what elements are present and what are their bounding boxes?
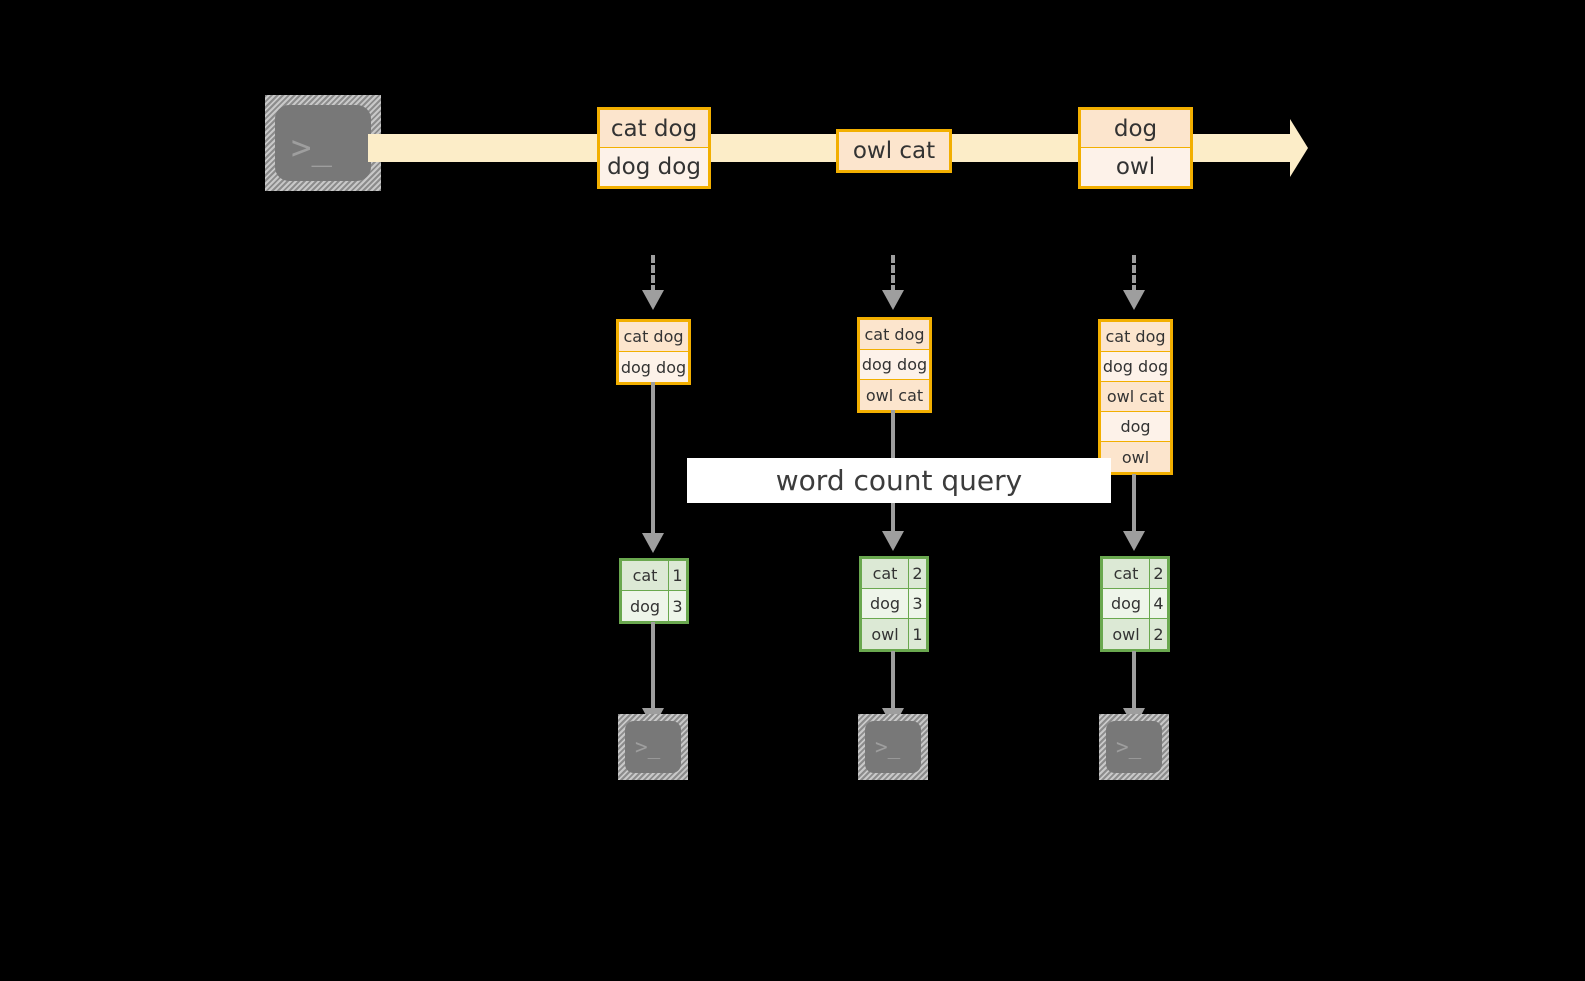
accumulated-line: dog dog bbox=[860, 350, 929, 380]
stream-batch-line: dog dog bbox=[600, 148, 708, 186]
table-row: owl 2 bbox=[1103, 619, 1167, 649]
solid-connector bbox=[651, 622, 655, 714]
terminal-screen: >_ bbox=[625, 721, 681, 773]
stream-batch-1: cat dog dog dog bbox=[597, 107, 711, 189]
dashed-connector bbox=[891, 255, 895, 293]
accumulated-lines-2: cat dog dog dog owl cat bbox=[857, 317, 932, 413]
stream-batch-line: dog bbox=[1081, 110, 1190, 148]
accumulated-line: cat dog bbox=[619, 322, 688, 352]
connector-arrowhead-icon bbox=[642, 290, 664, 310]
result-count: 2 bbox=[1150, 559, 1167, 588]
stream-batch-line: cat dog bbox=[600, 110, 708, 148]
result-word: cat bbox=[862, 559, 909, 588]
connector-arrowhead-icon bbox=[642, 533, 664, 553]
solid-connector bbox=[1132, 651, 1136, 714]
result-word: owl bbox=[862, 619, 909, 649]
connector-arrowhead-icon bbox=[1123, 531, 1145, 551]
query-label-text: word count query bbox=[775, 464, 1023, 497]
accumulated-lines-1: cat dog dog dog bbox=[616, 319, 691, 385]
result-table-3: cat 2 dog 4 owl 2 bbox=[1100, 556, 1170, 652]
connector-arrowhead-icon bbox=[882, 531, 904, 551]
terminal-prompt-glyph: >_ bbox=[875, 735, 901, 759]
result-count: 2 bbox=[909, 559, 926, 588]
accumulated-line: dog bbox=[1101, 412, 1170, 442]
result-count: 2 bbox=[1150, 619, 1167, 649]
stream-batch-3: dog owl bbox=[1078, 107, 1193, 189]
result-table-1: cat 1 dog 3 bbox=[619, 558, 689, 624]
terminal-screen: >_ bbox=[865, 721, 921, 773]
result-word: dog bbox=[622, 591, 669, 621]
accumulated-line: cat dog bbox=[1101, 322, 1170, 352]
result-word: dog bbox=[862, 589, 909, 618]
table-row: cat 1 bbox=[622, 561, 686, 591]
accumulated-line: owl cat bbox=[860, 380, 929, 410]
connector-arrowhead-icon bbox=[882, 290, 904, 310]
solid-connector bbox=[891, 651, 895, 714]
sink-terminal-icon-3: >_ bbox=[1099, 714, 1169, 780]
result-word: dog bbox=[1103, 589, 1150, 618]
stream-batch-2: owl cat bbox=[836, 129, 952, 173]
table-row: owl 1 bbox=[862, 619, 926, 649]
result-table-2: cat 2 dog 3 owl 1 bbox=[859, 556, 929, 652]
table-row: dog 3 bbox=[622, 591, 686, 621]
connector-arrowhead-icon bbox=[1123, 290, 1145, 310]
sink-terminal-icon-2: >_ bbox=[858, 714, 928, 780]
table-row: dog 3 bbox=[862, 589, 926, 619]
terminal-prompt-glyph: >_ bbox=[635, 735, 661, 759]
stream-batch-line: owl cat bbox=[839, 132, 949, 170]
accumulated-line: dog dog bbox=[1101, 352, 1170, 382]
solid-connector bbox=[651, 382, 655, 537]
result-count: 3 bbox=[669, 591, 686, 621]
stream-arrow-head-icon bbox=[1290, 119, 1308, 177]
accumulated-line: owl bbox=[1101, 442, 1170, 472]
accumulated-line: dog dog bbox=[619, 352, 688, 382]
result-count: 1 bbox=[909, 619, 926, 649]
solid-connector bbox=[1132, 474, 1136, 535]
terminal-prompt-glyph: >_ bbox=[291, 128, 332, 168]
sink-terminal-icon-1: >_ bbox=[618, 714, 688, 780]
result-word: cat bbox=[1103, 559, 1150, 588]
query-label: word count query bbox=[687, 458, 1111, 503]
table-row: cat 2 bbox=[862, 559, 926, 589]
result-count: 4 bbox=[1150, 589, 1167, 618]
dashed-connector bbox=[1132, 255, 1136, 293]
result-count: 1 bbox=[669, 561, 686, 590]
accumulated-line: owl cat bbox=[1101, 382, 1170, 412]
source-terminal-icon: >_ bbox=[265, 95, 381, 191]
result-word: cat bbox=[622, 561, 669, 590]
terminal-screen: >_ bbox=[1106, 721, 1162, 773]
result-count: 3 bbox=[909, 589, 926, 618]
table-row: cat 2 bbox=[1103, 559, 1167, 589]
accumulated-line: cat dog bbox=[860, 320, 929, 350]
terminal-prompt-glyph: >_ bbox=[1116, 735, 1142, 759]
terminal-screen: >_ bbox=[275, 105, 371, 181]
table-row: dog 4 bbox=[1103, 589, 1167, 619]
dashed-connector bbox=[651, 255, 655, 293]
accumulated-lines-3: cat dog dog dog owl cat dog owl bbox=[1098, 319, 1173, 475]
stream-batch-line: owl bbox=[1081, 148, 1190, 186]
result-word: owl bbox=[1103, 619, 1150, 649]
